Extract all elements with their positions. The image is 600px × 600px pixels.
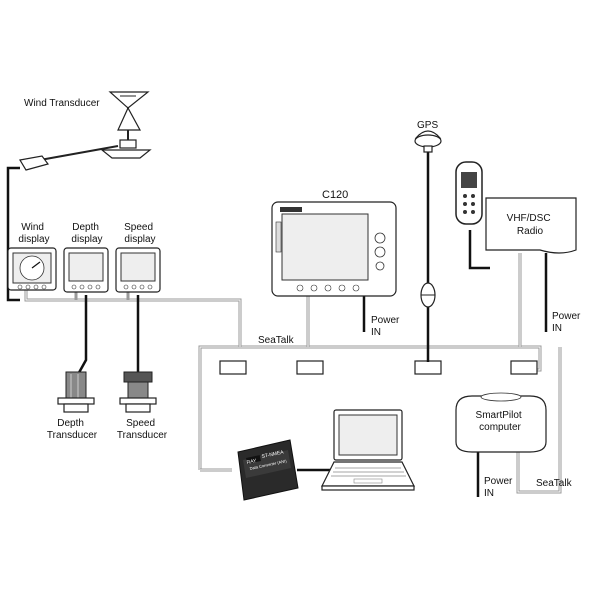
power-label-c120-2: IN [371, 327, 381, 338]
smartpilot-label-1: SmartPilot [476, 410, 522, 421]
seatalk-label-pilot: SeaTalk [536, 478, 573, 489]
depth-transducer-label-2: Transducer [47, 430, 98, 441]
depth-display [63, 247, 109, 293]
depth-display-label-1: Depth [72, 222, 99, 233]
c120-plotter [271, 201, 397, 297]
power-label-pilot-1: Power [484, 476, 513, 487]
gps-antenna [414, 130, 442, 153]
c120-label: C120 [322, 189, 348, 201]
converter-brand: RAY [246, 458, 258, 466]
inline-coupler [420, 282, 436, 308]
svg-text:Depth display: Depth display [71, 222, 102, 245]
wind-transducer-label: Wind Transducer [24, 98, 100, 109]
vhf-label-1: VHF/DSC [507, 213, 551, 224]
junction-block [414, 360, 442, 375]
svg-text:VHF/DSC Radio: VHF/DSC Radio [507, 213, 554, 237]
power-label-vhf-1: Power [552, 311, 581, 322]
seatalk-junctions [219, 360, 538, 375]
wind-display-label-2: display [18, 234, 49, 245]
speed-display [115, 247, 161, 293]
power-label-pilot-2: IN [484, 488, 494, 499]
svg-text:Power IN: Power IN [552, 311, 583, 334]
gps-label: GPS [417, 120, 438, 131]
smartpilot-label-2: computer [479, 422, 521, 433]
svg-text:Power IN: Power IN [371, 315, 402, 338]
black-cables [6, 148, 548, 497]
vhf-radio [485, 197, 577, 254]
wind-display-label-1: Wind [21, 222, 44, 233]
st-nmea-converter: RAY ST-NMEA Data Converter (ANI) [237, 439, 299, 501]
svg-text:Depth Transducer: Depth Transducer [47, 418, 98, 441]
svg-text:Wind display: Wind display [18, 222, 49, 245]
svg-text:Power IN: Power IN [484, 476, 515, 499]
speed-transducer-label-2: Transducer [117, 430, 168, 441]
depth-display-label-2: display [71, 234, 102, 245]
depth-transducer-label-1: Depth [57, 418, 84, 429]
converter-model: ST-NMEA [261, 449, 285, 460]
vhf-label-2: Radio [517, 226, 544, 237]
power-label-c120-1: Power [371, 315, 400, 326]
seatalk-label-main: SeaTalk [258, 335, 295, 346]
svg-text:Speed Transducer: Speed Transducer [117, 418, 168, 441]
wind-display [7, 247, 57, 291]
speed-transducer-label-1: Speed [126, 418, 155, 429]
junction-block [219, 360, 247, 375]
wind-transducer [19, 91, 152, 171]
junction-block [296, 360, 324, 375]
svg-text:Speed display: Speed display [124, 222, 156, 245]
speed-display-label-1: Speed [124, 222, 153, 233]
smartpilot-computer [455, 392, 547, 453]
svg-text:SmartPilot computer: SmartPilot computer [476, 410, 525, 433]
laptop [321, 409, 415, 491]
junction-block [510, 360, 538, 375]
depth-transducer [57, 371, 95, 413]
speed-transducer [119, 371, 157, 413]
power-label-vhf-2: IN [552, 323, 562, 334]
vhf-handset [455, 161, 483, 225]
speed-display-label-2: display [124, 234, 155, 245]
